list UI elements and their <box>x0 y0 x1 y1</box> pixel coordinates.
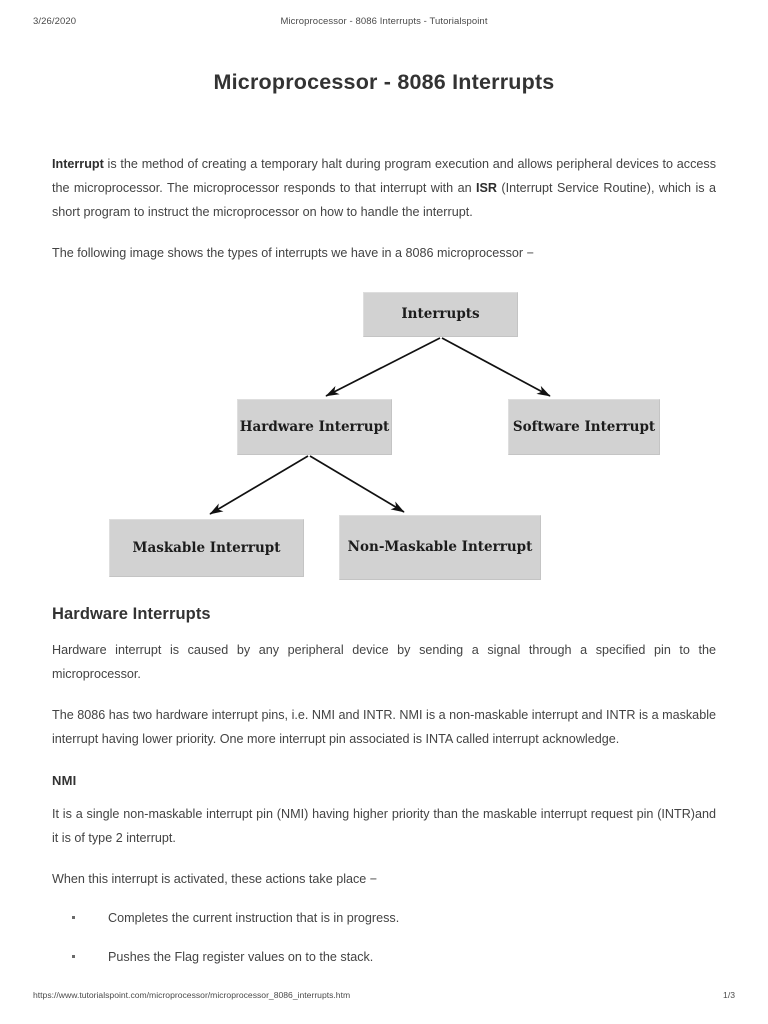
edge-hardware-nonmaskable <box>309 455 405 513</box>
section-heading-hardware-interrupts: Hardware Interrupts <box>52 605 211 623</box>
diagram-node-maskable-interrupt: Maskable Interrupt <box>109 519 304 577</box>
bullet-dot-icon <box>72 955 75 958</box>
diagram-node-hardware-interrupt: Hardware Interrupt <box>237 399 392 455</box>
list-item: Completes the current instruction that i… <box>52 908 716 928</box>
bullet-dot-icon <box>72 916 75 919</box>
hardware-paragraph-1: Hardware interrupt is caused by any peri… <box>52 643 716 681</box>
nmi-paragraph-2: When this interrupt is activated, these … <box>52 872 378 886</box>
intro-bold-interrupt: Interrupt <box>52 157 104 171</box>
footer-page-number: 1/3 <box>723 990 735 1000</box>
header-date: 3/26/2020 <box>33 16 77 27</box>
list-item: Pushes the Flag register values on to th… <box>52 947 716 967</box>
intro-content: Interrupt is the method of creating a te… <box>52 152 716 282</box>
diagram-node-interrupts: Interrupts <box>363 292 518 337</box>
footer-url: https://www.tutorialspoint.com/microproc… <box>33 990 351 1000</box>
list-item-label: Completes the current instruction that i… <box>108 911 400 925</box>
intro-paragraph-1: Interrupt is the method of creating a te… <box>52 152 716 224</box>
diagram-node-software-interrupt: Software Interrupt <box>508 399 660 455</box>
intro-bold-isr: ISR <box>476 181 498 195</box>
nmi-action-list: Completes the current instruction that i… <box>52 908 716 967</box>
page-footer: https://www.tutorialspoint.com/microproc… <box>33 990 735 1004</box>
diagram-node-non-maskable-interrupt: Non-Maskable Interrupt <box>339 515 541 580</box>
body-content: Hardware Interrupts Hardware interrupt i… <box>52 605 716 986</box>
interrupt-types-diagram: Interrupts Hardware Interrupt Software I… <box>52 284 716 589</box>
diagram-arrows <box>209 337 551 515</box>
hardware-paragraph-2: The 8086 has two hardware interrupt pins… <box>52 708 716 746</box>
intro-text-part-1: is the method of creating a temporary ha… <box>52 157 716 195</box>
edge-root-software <box>441 337 551 397</box>
nmi-paragraph-1: It is a single non-maskable interrupt pi… <box>52 807 716 845</box>
edge-hardware-maskable <box>209 455 309 515</box>
page-header: 3/26/2020 Microprocessor - 8086 Interrup… <box>33 16 735 30</box>
header-title: Microprocessor - 8086 Interrupts - Tutor… <box>280 16 488 27</box>
section-heading-nmi: NMI <box>52 773 77 788</box>
edge-root-hardware <box>325 337 441 397</box>
intro-text-part-2: (Interrupt Service Routine), which is a … <box>52 181 716 219</box>
list-item-label: Pushes the Flag register values on to th… <box>108 950 374 964</box>
page-title: Microprocessor - 8086 Interrupts <box>213 70 555 94</box>
intro-paragraph-2: The following image shows the types of i… <box>52 246 534 260</box>
